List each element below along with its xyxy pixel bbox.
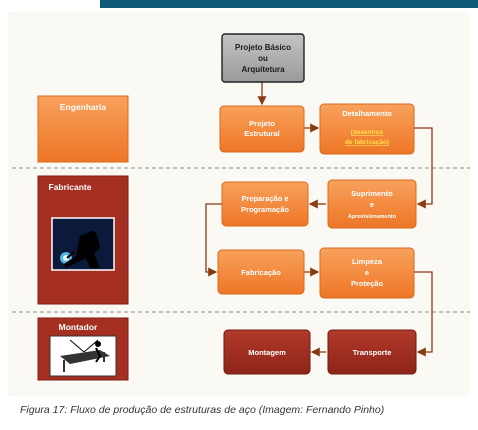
role-manufacturer-label: Fabricante	[49, 182, 92, 192]
top-bar	[100, 0, 478, 8]
box-detailing: Detalhamento (desenhos de fabricação)	[319, 103, 415, 155]
cleaning-line-3: Proteção	[351, 279, 384, 288]
role-engineering-label: Engenharia	[60, 102, 107, 112]
box-transport: Transporte	[327, 329, 417, 375]
role-engineering: Engenharia	[37, 95, 129, 163]
role-assembler: Montador	[37, 317, 129, 381]
figure-caption: Figura 17: Fluxo de produção de estrutur…	[20, 404, 385, 416]
connectors	[205, 82, 433, 357]
box-fabrication: Fabricação	[217, 249, 305, 295]
role-manufacturer: Fabricante	[37, 175, 129, 305]
box-cleaning: Limpeza e Proteção	[319, 247, 415, 299]
welder-icon	[51, 217, 115, 271]
box-assembly: Montagem	[223, 329, 311, 375]
structural-project-line-1: Projeto	[249, 119, 275, 128]
box-basic-project: Projeto Básico ou Arquitetura	[221, 33, 305, 83]
supply-line-2: e	[370, 200, 374, 209]
transport-label: Transporte	[353, 348, 392, 357]
assembly-label: Montagem	[248, 348, 286, 357]
detailing-label: Detalhamento	[342, 109, 392, 118]
box-structural-project: Projeto Estrutural	[219, 105, 305, 153]
detailing-sub-line-1: (desenhos	[351, 129, 384, 136]
structural-project-line-2: Estrutural	[244, 129, 279, 138]
box-preparation: Preparação e Programação	[221, 181, 309, 227]
preparation-line-1: Preparação e	[241, 194, 288, 203]
cleaning-line-2: e	[365, 268, 369, 277]
detailing-sub-line-2: de fabricação)	[345, 139, 389, 146]
preparation-line-2: Programação	[241, 205, 289, 214]
cleaning-line-1: Limpeza	[352, 257, 383, 266]
beam-lifting-icon	[49, 335, 117, 377]
basic-project-line-2: ou	[258, 54, 268, 63]
basic-project-line-3: Arquitetura	[241, 65, 285, 74]
fabrication-label: Fabricação	[241, 268, 281, 277]
supply-sub: Aprovisionamento	[348, 214, 397, 220]
box-supply: Suprimento e Aprovisionamento	[327, 179, 417, 229]
role-assembler-label: Montador	[59, 322, 98, 332]
basic-project-line-1: Projeto Básico	[235, 43, 291, 52]
supply-line-1: Suprimento	[351, 189, 393, 198]
